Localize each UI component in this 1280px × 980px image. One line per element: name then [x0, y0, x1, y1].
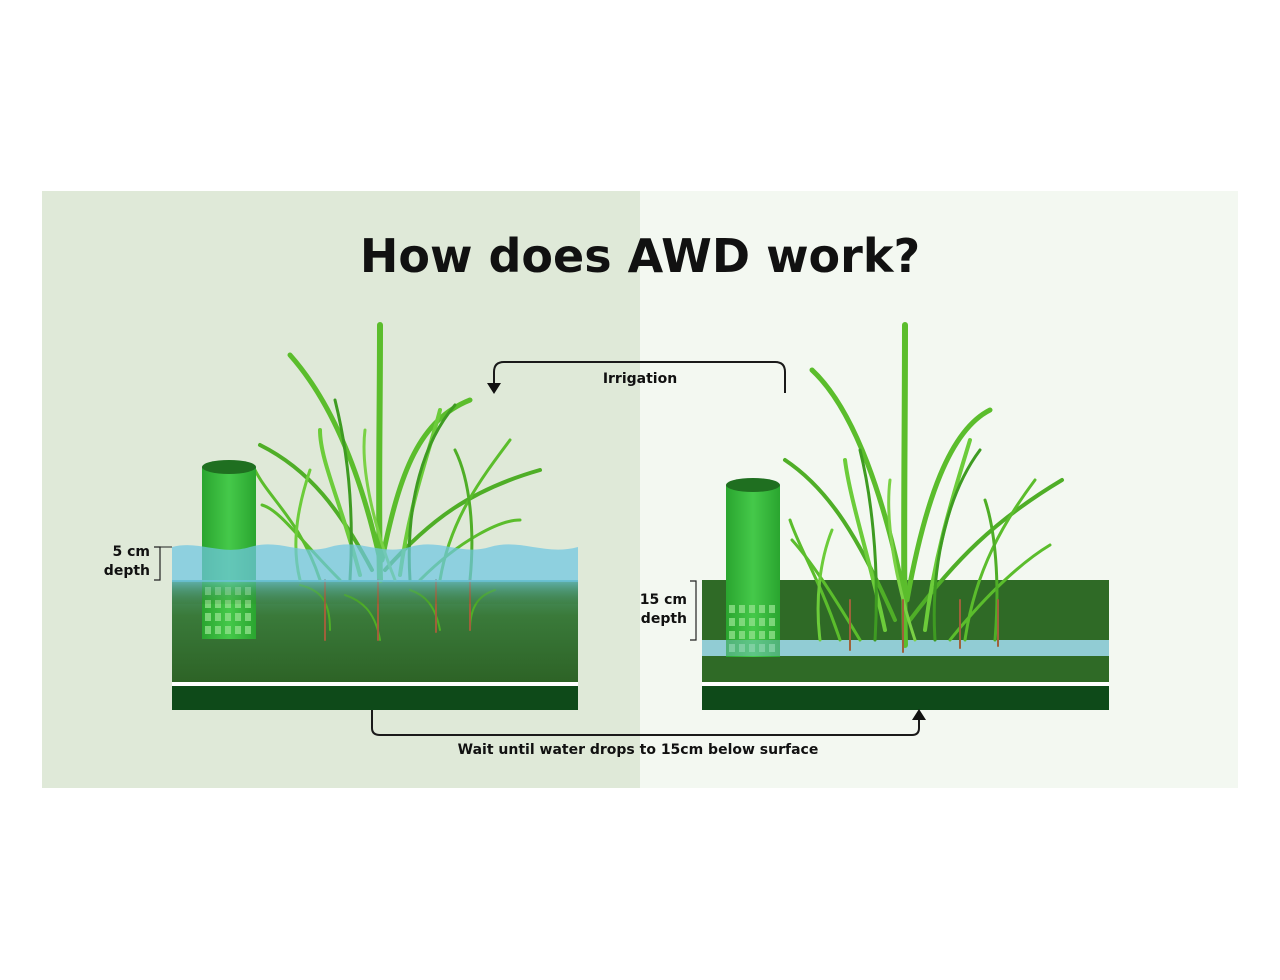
depth-value-left: 5 cm — [112, 544, 150, 560]
depth-marker-right — [690, 580, 697, 641]
subsoil-layer — [172, 686, 578, 710]
drained-field — [702, 322, 1109, 710]
soil-divider — [172, 682, 578, 686]
irrigation-label: Irrigation — [603, 371, 677, 387]
field-water-tube-right — [726, 478, 780, 657]
diagram-panel — [42, 191, 1238, 788]
groundwater-layer — [702, 640, 1109, 656]
deep-soil-layer — [702, 656, 1109, 682]
arrow-down-icon — [487, 383, 501, 394]
arrow-up-icon — [912, 709, 926, 720]
page-title: How does AWD work? — [360, 229, 920, 283]
water-seep-band — [172, 580, 578, 604]
irrigation-arrow — [487, 361, 786, 394]
soil-divider-right — [702, 682, 1109, 686]
depth-value-right: 15 cm — [640, 592, 687, 608]
wait-arrow — [371, 709, 926, 736]
rice-plants-right — [783, 322, 1064, 653]
flood-water — [172, 544, 578, 582]
depth-marker-left — [154, 546, 172, 581]
wait-label: Wait until water drops to 15cm below sur… — [458, 742, 819, 758]
depth-word-right: depth — [641, 611, 687, 627]
flooded-field — [172, 322, 578, 710]
depth-word-left: depth — [104, 563, 150, 579]
subsoil-layer-right — [702, 686, 1109, 710]
